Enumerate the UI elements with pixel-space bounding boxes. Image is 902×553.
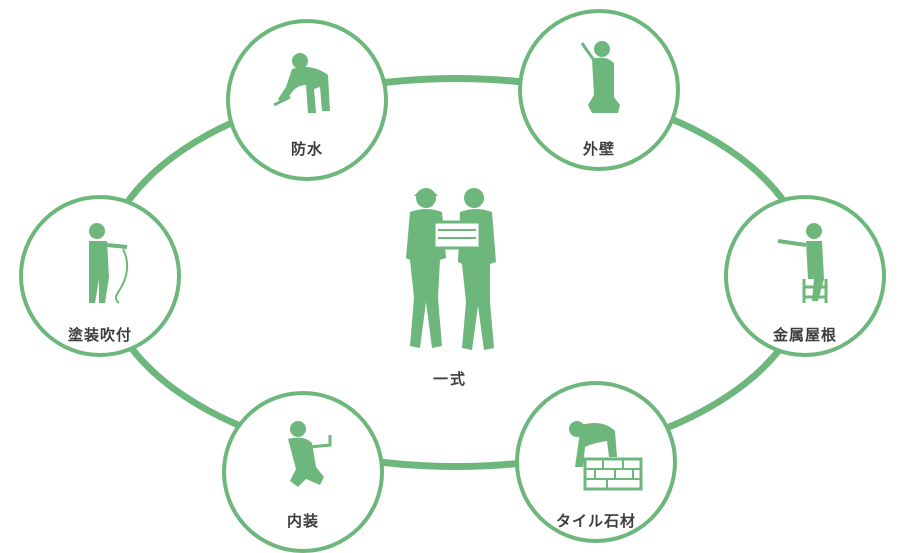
spray-painter-icon <box>89 223 129 304</box>
node-tile-stone: タイル石材 <box>515 381 677 543</box>
center-label: 一式 <box>432 370 467 388</box>
waterproofing-worker-icon <box>273 53 330 113</box>
wall-painter-icon <box>580 41 620 113</box>
node-label: 塗装吹付 <box>67 326 132 344</box>
node-spray-painting: 塗装吹付 <box>19 195 181 357</box>
roofer-on-ladder-icon <box>777 223 828 303</box>
tile-mason-icon <box>569 421 643 491</box>
interior-worker-icon <box>288 421 332 487</box>
node-interior: 内装 <box>222 391 384 553</box>
node-label: 金属屋根 <box>772 326 837 344</box>
two-workers-with-plan-icon <box>406 188 496 350</box>
node-metal-roof: 金属屋根 <box>724 195 886 357</box>
node-label: 外壁 <box>582 140 615 158</box>
center-node: 一式 <box>380 178 520 398</box>
node-label: タイル石材 <box>555 512 636 530</box>
node-exterior-wall: 外壁 <box>518 9 680 171</box>
node-label: 防水 <box>290 140 323 158</box>
node-waterproofing: 防水 <box>226 19 388 181</box>
node-label: 内装 <box>286 512 319 530</box>
